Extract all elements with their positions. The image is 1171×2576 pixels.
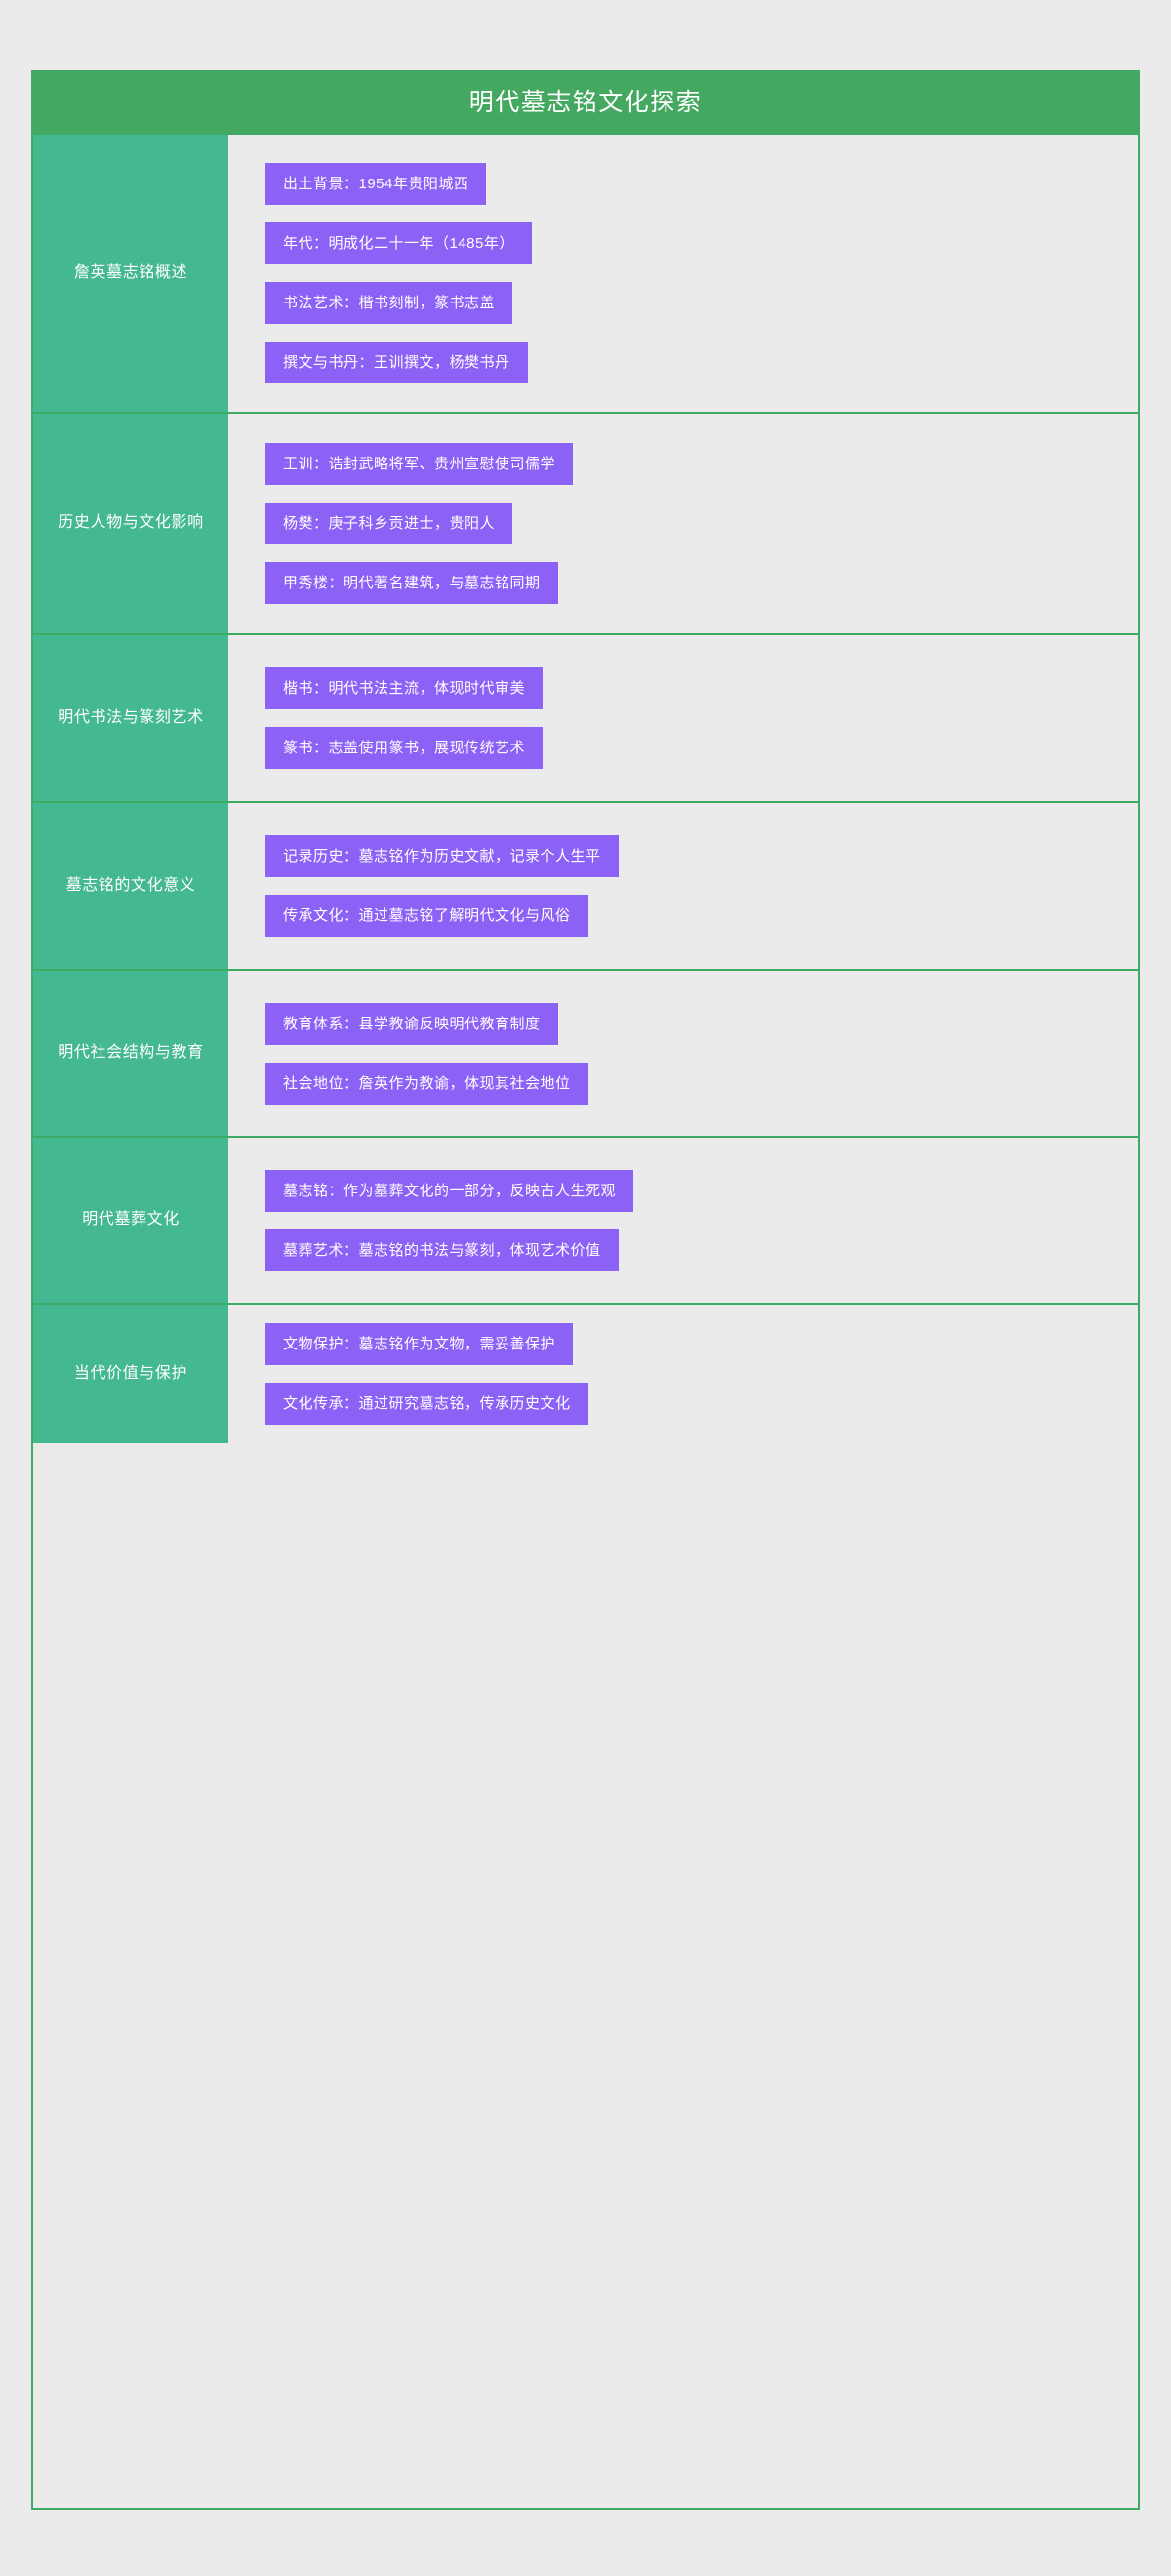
item-row: 书法艺术：楷书刻制，篆书志盖 bbox=[265, 273, 1138, 333]
item-row: 撰文与书丹：王训撰文，杨樊书丹 bbox=[265, 333, 1138, 392]
branch-label-text-4: 墓志铭的文化意义 bbox=[65, 876, 196, 894]
item-row: 出土背景：1954年贵阳城西 bbox=[265, 154, 1138, 214]
item-row: 甲秀楼：明代著名建筑，与墓志铭同期 bbox=[265, 553, 1138, 613]
branch-5-item-1[interactable]: 教育体系：县学教谕反映明代教育制度 bbox=[265, 1002, 558, 1045]
branch-1-item-2[interactable]: 年代：明成化二十一年（1485年） bbox=[265, 222, 532, 264]
branch-5-item-2[interactable]: 社会地位：詹英作为教谕，体现其社会地位 bbox=[265, 1062, 588, 1105]
branch-label-6[interactable]: 明代墓葬文化 bbox=[33, 1138, 228, 1303]
branch-label-1[interactable]: 詹英墓志铭概述 bbox=[33, 135, 228, 412]
branch-items-1: 出土背景：1954年贵阳城西 年代：明成化二十一年（1485年） 书法艺术：楷书… bbox=[228, 135, 1138, 412]
branch-7-item-2[interactable]: 文化传承：通过研究墓志铭，传承历史文化 bbox=[265, 1383, 588, 1425]
branch-row-5: 明代社会结构与教育 教育体系：县学教谕反映明代教育制度 社会地位：詹英作为教谕，… bbox=[33, 971, 1138, 1138]
branch-6-item-1[interactable]: 墓志铭：作为墓葬文化的一部分，反映古人生死观 bbox=[265, 1169, 634, 1212]
item-row: 教育体系：县学教谕反映明代教育制度 bbox=[265, 994, 1138, 1054]
item-row: 社会地位：詹英作为教谕，体现其社会地位 bbox=[265, 1054, 1138, 1113]
branch-1-item-4[interactable]: 撰文与书丹：王训撰文，杨樊书丹 bbox=[265, 342, 528, 383]
branch-label-text-2: 历史人物与文化影响 bbox=[58, 514, 204, 532]
branch-label-text-3: 明代书法与篆刻艺术 bbox=[58, 708, 204, 726]
branch-label-5[interactable]: 明代社会结构与教育 bbox=[33, 971, 228, 1136]
branch-2-item-3[interactable]: 甲秀楼：明代著名建筑，与墓志铭同期 bbox=[265, 562, 558, 604]
item-row: 墓志铭：作为墓葬文化的一部分，反映古人生死观 bbox=[265, 1161, 1138, 1221]
branch-2-item-1[interactable]: 王训：诰封武略将军、贵州宣慰使司儒学 bbox=[265, 443, 574, 485]
branch-label-text-7: 当代价值与保护 bbox=[73, 1364, 188, 1382]
branch-items-2: 王训：诰封武略将军、贵州宣慰使司儒学 杨樊：庚子科乡贡进士，贵阳人 甲秀楼：明代… bbox=[228, 414, 1138, 633]
item-row: 传承文化：通过墓志铭了解明代文化与风俗 bbox=[265, 886, 1138, 946]
branch-7-item-1[interactable]: 文物保护：墓志铭作为文物，需妥善保护 bbox=[265, 1323, 574, 1365]
item-row: 楷书：明代书法主流，体现时代审美 bbox=[265, 659, 1138, 718]
item-row: 文化传承：通过研究墓志铭，传承历史文化 bbox=[265, 1374, 1138, 1433]
item-row: 记录历史：墓志铭作为历史文献，记录个人生平 bbox=[265, 826, 1138, 886]
item-row: 篆书：志盖使用篆书，展现传统艺术 bbox=[265, 718, 1138, 778]
branch-3-item-2[interactable]: 篆书：志盖使用篆书，展现传统艺术 bbox=[265, 727, 544, 769]
branch-row-2: 历史人物与文化影响 王训：诰封武略将军、贵州宣慰使司儒学 杨樊：庚子科乡贡进士，… bbox=[33, 414, 1138, 635]
branch-row-3: 明代书法与篆刻艺术 楷书：明代书法主流，体现时代审美 篆书：志盖使用篆书，展现传… bbox=[33, 635, 1138, 803]
item-row: 王训：诰封武略将军、贵州宣慰使司儒学 bbox=[265, 434, 1138, 494]
branch-row-6: 明代墓葬文化 墓志铭：作为墓葬文化的一部分，反映古人生死观 墓葬艺术：墓志铭的书… bbox=[33, 1138, 1138, 1305]
branch-items-4: 记录历史：墓志铭作为历史文献，记录个人生平 传承文化：通过墓志铭了解明代文化与风… bbox=[228, 803, 1138, 969]
branch-label-text-1: 詹英墓志铭概述 bbox=[73, 263, 188, 281]
branch-label-text-6: 明代墓葬文化 bbox=[82, 1211, 180, 1228]
branch-items-6: 墓志铭：作为墓葬文化的一部分，反映古人生死观 墓葬艺术：墓志铭的书法与篆刻，体现… bbox=[228, 1138, 1138, 1303]
branch-3-item-1[interactable]: 楷书：明代书法主流，体现时代审美 bbox=[265, 667, 544, 709]
item-row: 墓葬艺术：墓志铭的书法与篆刻，体现艺术价值 bbox=[265, 1221, 1138, 1280]
diagram-title: 明代墓志铭文化探索 bbox=[468, 88, 703, 116]
branch-1-item-3[interactable]: 书法艺术：楷书刻制，篆书志盖 bbox=[265, 282, 513, 324]
branch-4-item-2[interactable]: 传承文化：通过墓志铭了解明代文化与风俗 bbox=[265, 895, 588, 937]
mindmap-container: 明代墓志铭文化探索 詹英墓志铭概述 出土背景：1954年贵阳城西 年代：明成化二… bbox=[31, 70, 1140, 2510]
branch-row-4: 墓志铭的文化意义 记录历史：墓志铭作为历史文献，记录个人生平 传承文化：通过墓志… bbox=[33, 803, 1138, 971]
branch-label-4[interactable]: 墓志铭的文化意义 bbox=[33, 803, 228, 969]
branch-label-3[interactable]: 明代书法与篆刻艺术 bbox=[33, 635, 228, 801]
item-row: 年代：明成化二十一年（1485年） bbox=[265, 214, 1138, 273]
branch-label-text-5: 明代社会结构与教育 bbox=[58, 1044, 204, 1062]
item-row: 文物保护：墓志铭作为文物，需妥善保护 bbox=[265, 1314, 1138, 1374]
branch-items-3: 楷书：明代书法主流，体现时代审美 篆书：志盖使用篆书，展现传统艺术 bbox=[228, 635, 1138, 801]
branch-row-1: 詹英墓志铭概述 出土背景：1954年贵阳城西 年代：明成化二十一年（1485年）… bbox=[33, 135, 1138, 414]
branch-label-7[interactable]: 当代价值与保护 bbox=[33, 1305, 228, 1443]
item-row: 杨樊：庚子科乡贡进士，贵阳人 bbox=[265, 494, 1138, 553]
branch-label-2[interactable]: 历史人物与文化影响 bbox=[33, 414, 228, 633]
branch-items-5: 教育体系：县学教谕反映明代教育制度 社会地位：詹英作为教谕，体现其社会地位 bbox=[228, 971, 1138, 1136]
branch-2-item-2[interactable]: 杨樊：庚子科乡贡进士，贵阳人 bbox=[265, 503, 513, 544]
branch-row-7: 当代价值与保护 文物保护：墓志铭作为文物，需妥善保护 文化传承：通过研究墓志铭，… bbox=[33, 1305, 1138, 1443]
branch-list: 詹英墓志铭概述 出土背景：1954年贵阳城西 年代：明成化二十一年（1485年）… bbox=[33, 135, 1138, 2508]
branch-6-item-2[interactable]: 墓葬艺术：墓志铭的书法与篆刻，体现艺术价值 bbox=[265, 1228, 619, 1271]
diagram-title-bar: 明代墓志铭文化探索 bbox=[33, 72, 1138, 135]
branch-items-7: 文物保护：墓志铭作为文物，需妥善保护 文化传承：通过研究墓志铭，传承历史文化 bbox=[228, 1305, 1138, 1443]
branch-1-item-1[interactable]: 出土背景：1954年贵阳城西 bbox=[265, 163, 487, 205]
branch-4-item-1[interactable]: 记录历史：墓志铭作为历史文献，记录个人生平 bbox=[265, 835, 619, 877]
